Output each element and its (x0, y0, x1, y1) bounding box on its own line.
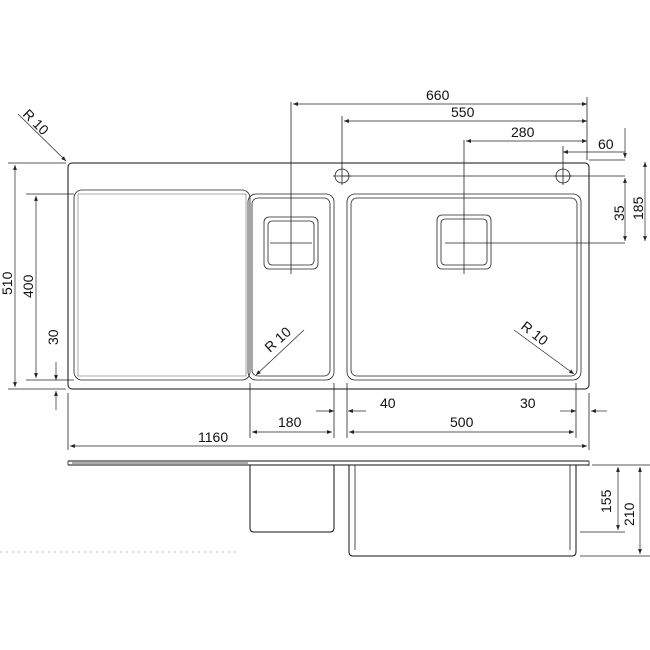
plan-view (67, 97, 625, 390)
sink-outline (67, 162, 590, 390)
dim-60: 60 (598, 136, 614, 152)
side-view (0, 460, 590, 557)
side-small-bowl (249, 465, 335, 533)
dim-30-left: 30 (45, 329, 61, 345)
small-bowl-radius-label: R 10 (255, 323, 305, 376)
drainer-area (73, 189, 251, 381)
dim-280: 280 (511, 124, 535, 140)
top-dimensions: 660 550 280 60 (293, 87, 625, 154)
dim-1160: 1160 (198, 429, 228, 445)
dim-185: 185 (630, 196, 646, 220)
dim-30-right: 30 (520, 395, 536, 411)
dim-500: 500 (450, 414, 474, 430)
svg-text:R 10: R 10 (518, 318, 551, 349)
dim-35: 35 (611, 205, 627, 221)
dim-155: 155 (598, 489, 614, 513)
dim-400: 400 (20, 274, 36, 298)
left-dimensions: 510 400 30 (0, 162, 74, 410)
dim-210: 210 (621, 502, 637, 526)
dim-550: 550 (451, 104, 475, 120)
dim-660: 660 (426, 87, 450, 103)
svg-text:R 10: R 10 (261, 323, 294, 355)
side-dimensions: 155 210 (580, 464, 650, 557)
svg-text:R 10: R 10 (20, 106, 52, 138)
corner-radius-label: R 10 (17, 106, 67, 162)
dim-40: 40 (380, 395, 396, 411)
side-large-bowl (348, 465, 577, 557)
dim-510: 510 (0, 271, 15, 295)
right-dimensions: 35 185 (611, 128, 647, 241)
large-bowl-radius-label: R 10 (513, 318, 575, 375)
bottom-dimensions: 180 40 500 30 1160 (67, 383, 607, 450)
dim-180: 180 (278, 414, 302, 430)
